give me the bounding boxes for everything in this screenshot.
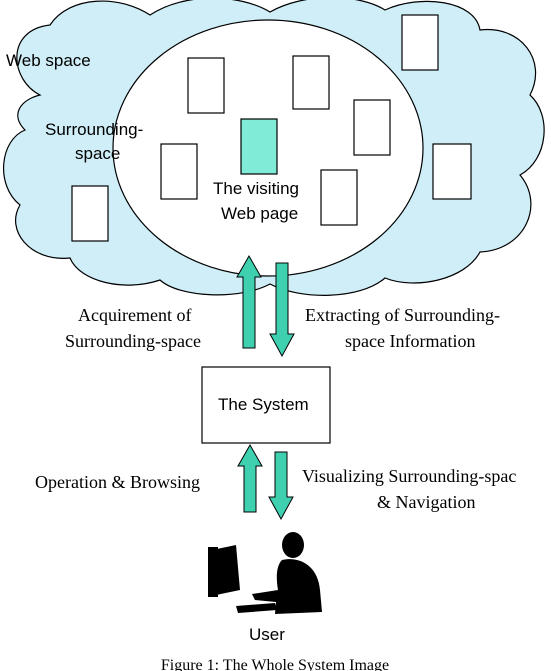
extracting-down-arrow bbox=[269, 262, 295, 358]
web-pages bbox=[71, 14, 472, 242]
user-at-computer-icon bbox=[208, 532, 322, 614]
operation-up-arrow bbox=[237, 443, 263, 513]
web-page-icon bbox=[320, 169, 358, 226]
visualizing-label-line2: & Navigation bbox=[377, 492, 475, 512]
web-space-label: Web space bbox=[6, 51, 91, 70]
web-page-icon bbox=[292, 55, 330, 110]
visiting-web-page-icon bbox=[240, 118, 278, 175]
system-box bbox=[201, 366, 331, 444]
surrounding-space-label-line2: space bbox=[75, 144, 120, 163]
operation-label: Operation & Browsing bbox=[35, 472, 200, 492]
visualizing-down-arrow bbox=[268, 451, 294, 521]
visiting-page-label-line2: Web page bbox=[221, 204, 298, 223]
upper-arrows bbox=[236, 254, 295, 358]
user-label: User bbox=[249, 625, 285, 644]
figure-caption: Figure 1: The Whole System Image bbox=[161, 657, 389, 671]
surrounding-space-label-line1: Surrounding- bbox=[45, 120, 143, 139]
acquirement-label-line1: Acquirement of bbox=[78, 305, 191, 325]
web-page-icon bbox=[401, 14, 439, 71]
system-label: The System bbox=[218, 395, 309, 414]
web-page-icon bbox=[160, 143, 198, 200]
web-page-icon bbox=[71, 185, 109, 242]
visualizing-label-line1: Visualizing Surrounding-spac bbox=[302, 466, 516, 486]
web-page-icon bbox=[353, 99, 391, 156]
extracting-label-line1: Extracting of Surrounding- bbox=[305, 305, 500, 325]
extracting-label-line2: space Information bbox=[345, 331, 475, 351]
web-page-icon bbox=[187, 57, 225, 114]
visiting-page-label-line1: The visiting bbox=[213, 179, 299, 198]
web-page-icon bbox=[432, 143, 472, 200]
acquirement-label-line2: Surrounding-space bbox=[65, 331, 201, 351]
lower-arrows bbox=[237, 443, 294, 521]
acquirement-up-arrow bbox=[236, 254, 262, 349]
